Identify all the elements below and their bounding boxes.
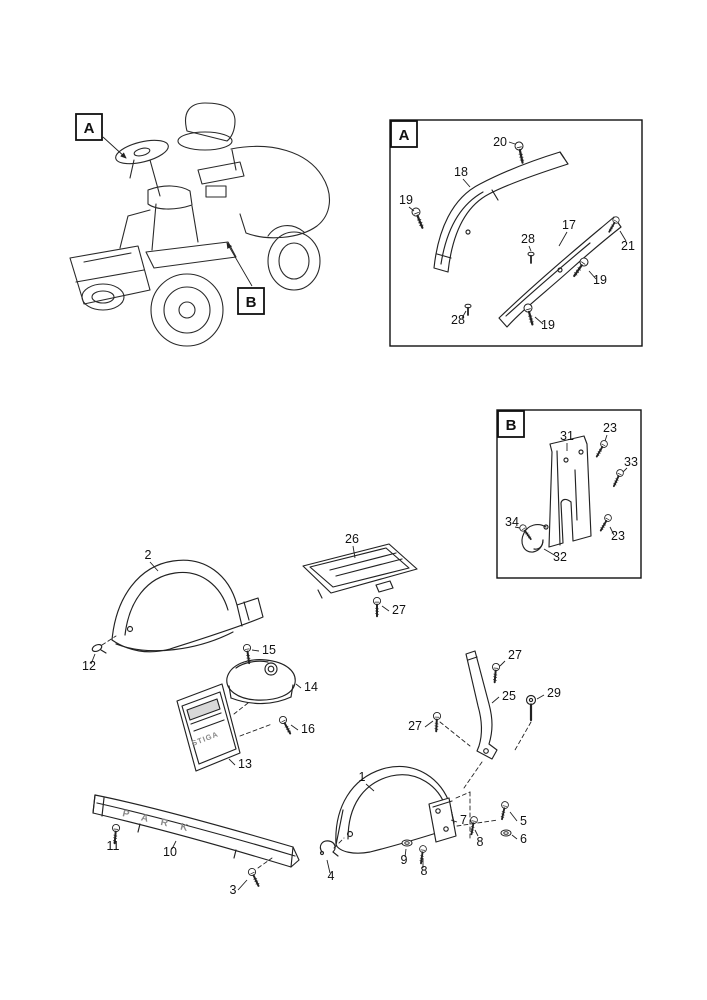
callout-13: 13 [238, 757, 252, 771]
callout-28-bottom: 28 [451, 313, 465, 327]
callout-11: 11 [107, 839, 120, 853]
callout-19-bottom: 19 [541, 318, 555, 332]
callout-27-left: 27 [408, 719, 422, 733]
marker-a-label: A [84, 120, 95, 137]
detail-b-title: B [506, 417, 517, 434]
steering-wheel [115, 139, 169, 197]
callout-17: 17 [562, 218, 576, 232]
part-18-bumper-half [433, 151, 569, 273]
part-7-plate [428, 797, 457, 843]
part-17-bumper-half [498, 216, 622, 328]
washer-6 [500, 829, 512, 837]
screw-27-top [490, 662, 501, 684]
part-12-clip [91, 643, 107, 654]
callout-28-top: 28 [521, 232, 535, 246]
detail-b-titlebox [497, 410, 525, 438]
callout-27-mid: 27 [392, 603, 406, 617]
callout-25: 25 [502, 689, 516, 703]
console [147, 161, 245, 210]
callout-21: 21 [621, 239, 635, 253]
part-10-front-bumper [92, 794, 300, 868]
callout-9: 9 [401, 853, 408, 867]
callout-3: 3 [230, 883, 237, 897]
callout-27-top: 27 [508, 648, 522, 662]
part-26-tray [302, 543, 418, 599]
callout-31: 31 [560, 429, 574, 443]
callout-7: 7 [460, 813, 467, 827]
callout-23-bottom: 23 [611, 529, 625, 543]
callout-8-left: 8 [421, 864, 428, 878]
engine-hood [230, 145, 330, 239]
callout-15: 15 [262, 643, 276, 657]
callout-19-mid: 19 [593, 273, 607, 287]
part-13-grille-panel [176, 683, 241, 772]
rear-wheel [267, 231, 321, 291]
marker-b-label: B [246, 294, 257, 311]
screw-5 [497, 800, 510, 821]
screw-27-left [431, 711, 442, 733]
detail-view-a: A [389, 119, 643, 347]
callout-33: 33 [624, 455, 638, 469]
callout-14: 14 [304, 680, 318, 694]
callout-26: 26 [345, 532, 359, 546]
callout-8-right: 8 [477, 835, 484, 849]
detail-a-frame [389, 119, 643, 347]
chassis-lines [119, 203, 237, 269]
overview-marker-a: A [75, 113, 127, 159]
callout-23-top: 23 [603, 421, 617, 435]
detail-a-titlebox [390, 120, 418, 148]
part-32-wire [521, 524, 549, 553]
part-4-clip [319, 840, 339, 857]
part-31-bracket [548, 435, 592, 548]
callout-16: 16 [301, 722, 315, 736]
callout-34: 34 [505, 515, 519, 529]
part-25-bracket [465, 650, 498, 760]
part-2-left-fender [111, 559, 264, 653]
front-wheel [150, 273, 224, 347]
front-frame [69, 245, 151, 311]
detail-view-b: B 31 23 33 34 [496, 409, 642, 579]
callout-1: 1 [359, 770, 366, 784]
callout-10: 10 [163, 845, 177, 859]
callout-29: 29 [547, 686, 561, 700]
callout-32: 32 [553, 550, 567, 564]
screw-27-mid [372, 596, 382, 618]
washer-9 [401, 839, 413, 847]
callout-18: 18 [454, 165, 468, 179]
callout-4: 4 [328, 869, 335, 883]
callout-6: 6 [520, 832, 527, 846]
callout-12: 12 [82, 659, 96, 673]
callout-20: 20 [493, 135, 507, 149]
seat [177, 102, 236, 151]
callout-19-left: 19 [399, 193, 413, 207]
callout-5: 5 [520, 814, 527, 828]
overview-marker-b: B [226, 242, 265, 315]
detail-a-title: A [399, 127, 410, 144]
callout-2: 2 [145, 548, 152, 562]
tractor-overview-drawing [69, 102, 330, 347]
screw-3 [246, 866, 263, 889]
part-14-cover [226, 659, 296, 705]
screw-8-left [416, 844, 428, 865]
screw-29 [525, 694, 537, 722]
detail-b-frame [496, 409, 642, 579]
exploded-parts: STIGA PARK [91, 543, 537, 889]
